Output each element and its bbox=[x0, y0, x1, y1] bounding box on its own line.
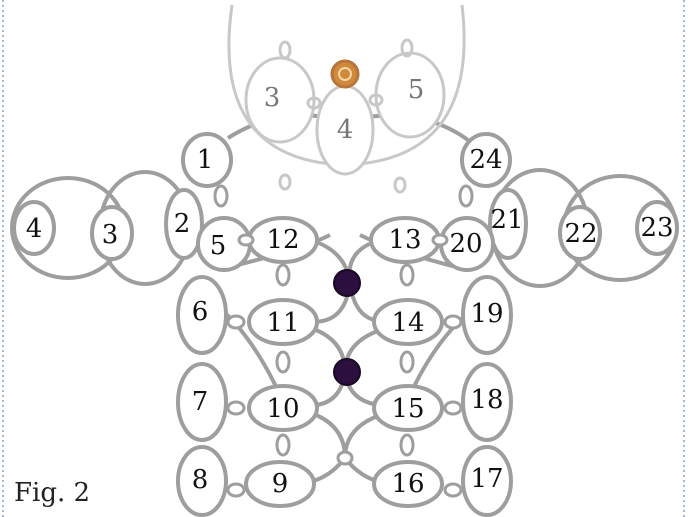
label-1: 1 bbox=[197, 145, 214, 175]
picot bbox=[401, 435, 413, 455]
picot bbox=[445, 484, 461, 496]
picot bbox=[401, 352, 413, 372]
label-7: 7 bbox=[192, 387, 209, 417]
picot bbox=[433, 235, 447, 245]
label-top-4: 4 bbox=[337, 115, 354, 145]
label-15: 15 bbox=[391, 394, 424, 424]
label-9: 9 bbox=[272, 469, 289, 499]
picot bbox=[280, 175, 290, 189]
label-top-3: 3 bbox=[264, 83, 281, 113]
label-23: 23 bbox=[640, 213, 673, 243]
figure-caption: Fig. 2 bbox=[14, 478, 90, 508]
orange-bead bbox=[332, 61, 358, 87]
label-13: 13 bbox=[388, 225, 421, 255]
label-21: 21 bbox=[490, 205, 523, 235]
label-24: 24 bbox=[469, 145, 502, 175]
picot bbox=[277, 435, 289, 455]
picot bbox=[277, 265, 289, 285]
label-top-5: 5 bbox=[408, 75, 425, 105]
picot bbox=[280, 42, 290, 58]
picot bbox=[460, 186, 472, 206]
label-20: 20 bbox=[449, 229, 482, 259]
picot bbox=[215, 186, 227, 206]
picot bbox=[338, 452, 352, 464]
picot bbox=[445, 402, 461, 414]
label-19: 19 bbox=[470, 299, 503, 329]
purple-bead-lower bbox=[334, 359, 360, 385]
picot bbox=[395, 178, 405, 192]
label-14: 14 bbox=[391, 308, 424, 338]
label-2: 2 bbox=[174, 209, 191, 239]
label-10: 10 bbox=[266, 394, 299, 424]
label-22: 22 bbox=[564, 219, 597, 249]
picot bbox=[228, 484, 244, 496]
picot bbox=[445, 316, 461, 328]
label-6: 6 bbox=[192, 297, 209, 327]
label-left-3: 3 bbox=[102, 220, 119, 250]
label-left-4: 4 bbox=[26, 214, 43, 244]
label-11: 11 bbox=[266, 308, 299, 338]
purple-bead-upper bbox=[334, 270, 360, 296]
label-17: 17 bbox=[470, 464, 503, 494]
label-8: 8 bbox=[192, 465, 209, 495]
picot bbox=[401, 265, 413, 285]
label-12: 12 bbox=[266, 225, 299, 255]
label-5: 5 bbox=[210, 231, 227, 261]
picot bbox=[277, 352, 289, 372]
picot bbox=[239, 235, 253, 245]
label-16: 16 bbox=[391, 469, 424, 499]
label-18: 18 bbox=[470, 385, 503, 415]
picot bbox=[228, 316, 244, 328]
picot bbox=[228, 402, 244, 414]
